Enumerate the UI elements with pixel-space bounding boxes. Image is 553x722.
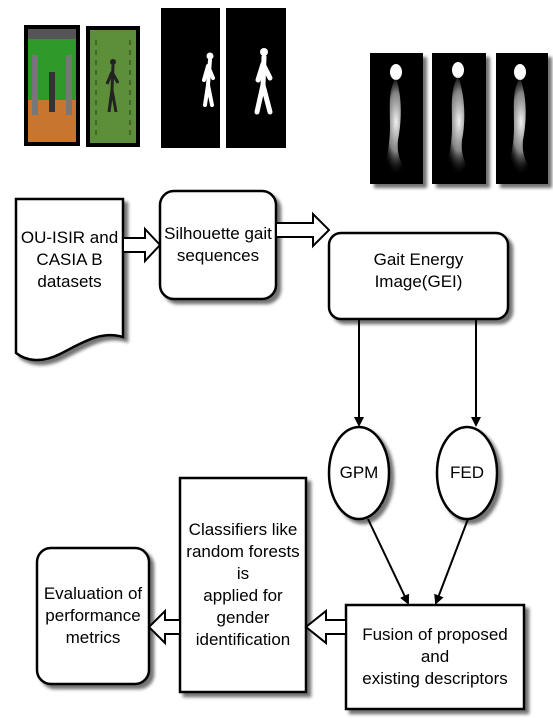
fusion-box — [344, 603, 526, 711]
binary-silhouette-icon — [161, 8, 220, 148]
classifiers-line-3: applied for — [203, 586, 283, 605]
arrow-gpm-to-fusion — [367, 518, 410, 605]
gei-box — [327, 231, 510, 321]
block-arrow-classifiers-to-evaluation — [147, 608, 181, 646]
gei-label: Gait Energy Image(GEI) — [329, 233, 508, 309]
fusion-label: Fusion of proposed and existing descript… — [346, 605, 524, 709]
evaluation-label: Evaluation of performance metrics — [37, 548, 149, 684]
classifiers-label: Classifiers like random forests is appli… — [180, 478, 306, 692]
silhouettes-line-1: Silhouette gait — [164, 224, 272, 243]
datasets-line-1: OU-ISIR and — [20, 228, 119, 247]
evaluation-line-3: metrics — [65, 628, 121, 647]
datasets-line-2: CASIA B — [36, 250, 103, 269]
studio-photo-icon — [24, 25, 80, 146]
classifiers-line-4: gender — [216, 608, 270, 627]
evaluation-box — [35, 546, 151, 686]
classifiers-line-2: random forests is — [186, 542, 300, 583]
gpm-label: GPM — [329, 427, 389, 519]
gei-line-1: Gait Energy Image(GEI) — [373, 250, 464, 291]
datasets-document-shape — [14, 197, 125, 362]
silhouettes-line-2: sequences — [176, 246, 260, 265]
green-backdrop-walker-icon — [86, 26, 140, 147]
fed-line-1: FED — [450, 463, 484, 482]
classifiers-box — [178, 476, 308, 694]
gpm-line-1: GPM — [339, 463, 379, 482]
binary-silhouette-icon — [226, 8, 286, 148]
arrow-fed-to-fusion — [434, 518, 469, 605]
classifiers-line-5: identification — [195, 630, 291, 649]
datasets-line-3: datasets — [37, 272, 102, 291]
block-arrow-datasets-to-silhouettes — [122, 226, 162, 264]
evaluation-line-1: Evaluation of — [43, 584, 143, 603]
fusion-line-2: existing descriptors — [362, 669, 508, 688]
fed-label: FED — [437, 427, 497, 519]
silhouettes-label: Silhouette gait sequences — [160, 191, 276, 299]
fusion-line-1: Fusion of proposed and — [362, 625, 508, 666]
block-arrow-silhouettes-to-gei — [275, 211, 331, 249]
datasets-label: OU-ISIR and CASIA B datasets — [16, 212, 123, 308]
block-arrow-fusion-to-classifiers — [304, 608, 347, 646]
evaluation-line-2: performance — [45, 606, 141, 625]
classifiers-line-1: Classifiers like — [188, 520, 298, 539]
gpm-circle — [327, 425, 391, 521]
